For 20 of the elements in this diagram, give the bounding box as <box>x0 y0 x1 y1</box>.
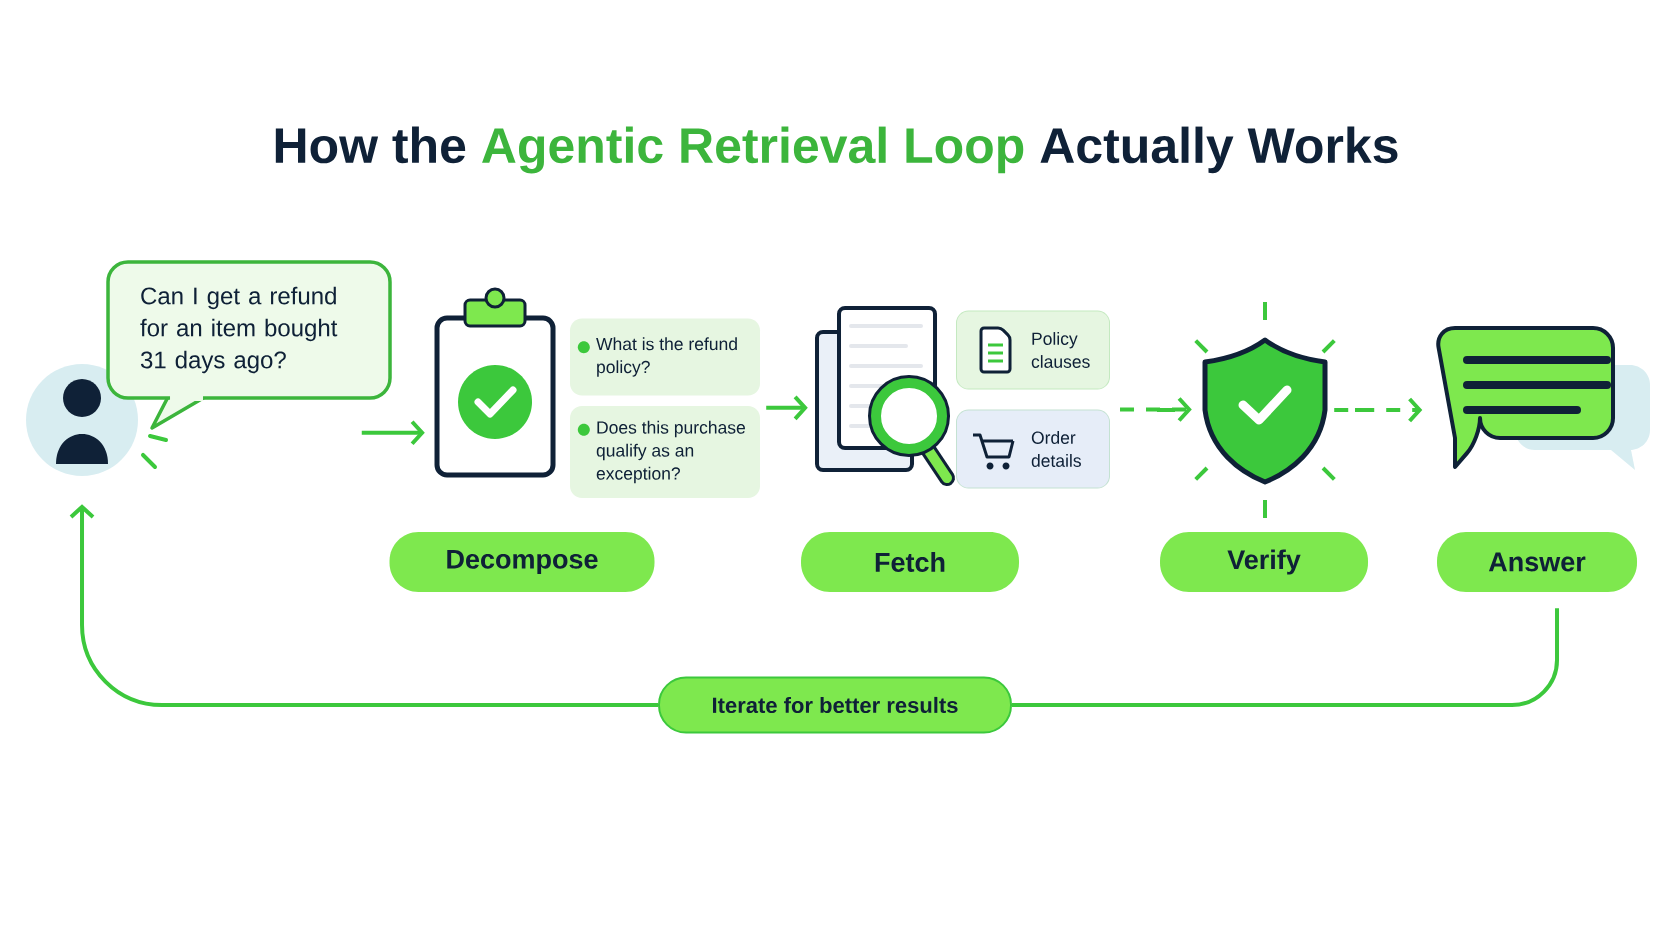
document-search-drawing <box>815 306 955 486</box>
arrow <box>1120 397 1192 422</box>
connector-line <box>1012 608 1559 707</box>
clipboard-drawing <box>434 287 556 478</box>
arrow <box>361 420 425 446</box>
arrow <box>766 395 808 421</box>
arrow <box>1334 397 1423 423</box>
question-box: What is the refund policy? <box>570 318 760 396</box>
arrow <box>69 504 658 707</box>
question-box: Does this purchase qualify as an exception? <box>570 406 760 498</box>
stage-pill: Fetch <box>801 532 1019 592</box>
speech-bubble: Can I get a refund for an item bought 31 days ago? <box>106 260 392 430</box>
loop-pill: Iterate for better results <box>658 676 1012 734</box>
source-box: Order details <box>956 409 1110 489</box>
stage-pill: Answer <box>1437 532 1637 592</box>
person-icon <box>26 364 138 476</box>
chat-bubble-drawing <box>1436 326 1650 470</box>
title: How the Agentic Retrieval Loop Actually Works <box>275 126 1398 174</box>
stage-pill: Verify <box>1160 532 1368 592</box>
stage-pill: Decompose <box>389 532 655 592</box>
